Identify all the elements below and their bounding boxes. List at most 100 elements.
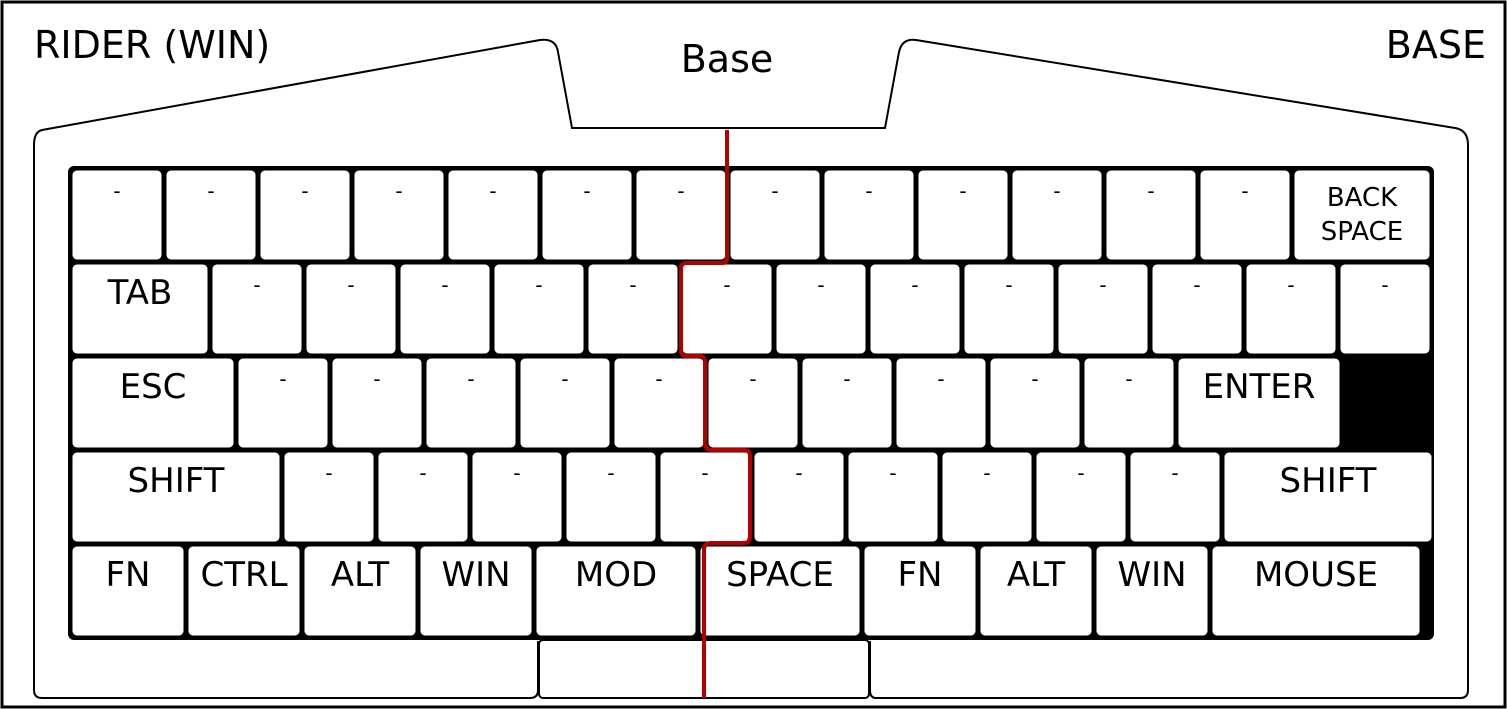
key-label-r3-k9: - [937, 367, 944, 391]
key-r2-k10 [963, 263, 1055, 355]
key-label-r3-k8: - [843, 367, 850, 391]
key-label-r3-k2: - [279, 367, 286, 391]
key-r1-k13 [1199, 169, 1291, 261]
key-label-r2-k4: - [441, 273, 448, 297]
key-label-r4-k1: SHIFT [128, 461, 225, 501]
key-label-r3-k7: - [749, 367, 756, 391]
key-r2-k6 [587, 263, 679, 355]
key-r1-k4 [353, 169, 445, 261]
key-r1-k10 [917, 169, 1009, 261]
key-label-r4-k12: SHIFT [1280, 461, 1377, 501]
key-label-r1-k9: - [865, 179, 872, 203]
key-label-r2-k11: - [1099, 273, 1106, 297]
key-r3-k2 [237, 357, 329, 449]
key-label-r3-k10: - [1031, 367, 1038, 391]
key-label-r2-k3: - [347, 273, 354, 297]
key-label-r5-k6: SPACE [726, 555, 834, 595]
key-r5-k2 [187, 545, 301, 637]
key-label-r4-k2: - [325, 461, 332, 485]
key-label-r4-k3: - [419, 461, 426, 485]
key-label-r2-k1: TAB [107, 273, 173, 313]
key-r4-k8 [847, 451, 939, 543]
key-r4-k4 [471, 451, 563, 543]
key-label-r1-k1: - [113, 179, 120, 203]
key-r2-k4 [399, 263, 491, 355]
key-r1-k6 [541, 169, 633, 261]
key-r5-k8 [979, 545, 1093, 637]
key-label-r4-k11: - [1171, 461, 1178, 485]
split-divider-line [679, 130, 752, 698]
key-r4-k1 [71, 451, 281, 543]
key-label-r1-k6: - [583, 179, 590, 203]
key-r4-k2 [283, 451, 375, 543]
key-r2-k12 [1151, 263, 1243, 355]
key-label-r5-k4: WIN [441, 555, 510, 595]
key-label-r5-k10: MOUSE [1254, 555, 1378, 595]
layer-title: BASE [1386, 23, 1486, 67]
key-r3-k8 [801, 357, 893, 449]
key-r4-k5 [565, 451, 657, 543]
key-r1-k1 [71, 169, 163, 261]
key-r2-k3 [305, 263, 397, 355]
key-r4-k3 [377, 451, 469, 543]
key-label-r2-k12: - [1193, 273, 1200, 297]
key-label-r5-k5: MOD [575, 555, 657, 595]
key-label-r1-k13: - [1241, 179, 1248, 203]
key-r3-k1 [71, 357, 235, 449]
key-label-r2-k8: - [817, 273, 824, 297]
key-r1-k3 [259, 169, 351, 261]
key-label-r1-k11: - [1053, 179, 1060, 203]
key-label-r2-k9: - [911, 273, 918, 297]
key-r5-k3 [303, 545, 417, 637]
key-label-r1-k10: - [959, 179, 966, 203]
key-r4-k7 [753, 451, 845, 543]
key-label-r1-k2: - [207, 179, 214, 203]
key-r3-k11 [1083, 357, 1175, 449]
key-label-r2-k2: - [253, 273, 260, 297]
key-label-r1-k12: - [1147, 179, 1154, 203]
key-label-r3-k4: - [467, 367, 474, 391]
key-r1-k11 [1011, 169, 1103, 261]
key-label-r2-k7: - [723, 273, 730, 297]
key-r3-k5 [519, 357, 611, 449]
key-label-r4-k5: - [607, 461, 614, 485]
key-label-r2-k5: - [535, 273, 542, 297]
key-label-r5-k3: ALT [331, 555, 390, 595]
key-label-r3-k6: - [655, 367, 662, 391]
key-label-r1-k8: - [771, 179, 778, 203]
key-r3-k10 [989, 357, 1081, 449]
key-label-r1-k3: - [301, 179, 308, 203]
key-label-r3-k5: - [561, 367, 568, 391]
key-r4-k9 [941, 451, 1033, 543]
key-r5-k7 [863, 545, 977, 637]
key-r5-k4 [419, 545, 533, 637]
key-label-r5-k9: WIN [1117, 555, 1186, 595]
key-label-r3-k12: ENTER [1203, 367, 1316, 407]
key-r4-k12 [1223, 451, 1433, 543]
key-r1-k5 [447, 169, 539, 261]
key-label-r3-k3: - [373, 367, 380, 391]
key-label-r5-k8: ALT [1007, 555, 1066, 595]
key-r1-k14 [1293, 169, 1431, 261]
key-label-r4-k7: - [795, 461, 802, 485]
key-r5-k5 [535, 545, 697, 637]
keyboard-title: RIDER (WIN) [34, 23, 270, 67]
key-label-r1-k7: - [677, 179, 684, 203]
key-label-r4-k10: - [1077, 461, 1084, 485]
key-r2-k14 [1339, 263, 1431, 355]
key-label-r1-k5: - [489, 179, 496, 203]
key-r3-k9 [895, 357, 987, 449]
key-r2-k13 [1245, 263, 1337, 355]
layer-label: Base [681, 37, 774, 81]
key-label-r1-k4: - [395, 179, 402, 203]
key-r4-k11 [1129, 451, 1221, 543]
key-r2-k9 [869, 263, 961, 355]
key-label-r5-k7: FN [898, 555, 943, 595]
key-r3-k4 [425, 357, 517, 449]
key-r3-k7 [707, 357, 799, 449]
key-r1-k9 [823, 169, 915, 261]
